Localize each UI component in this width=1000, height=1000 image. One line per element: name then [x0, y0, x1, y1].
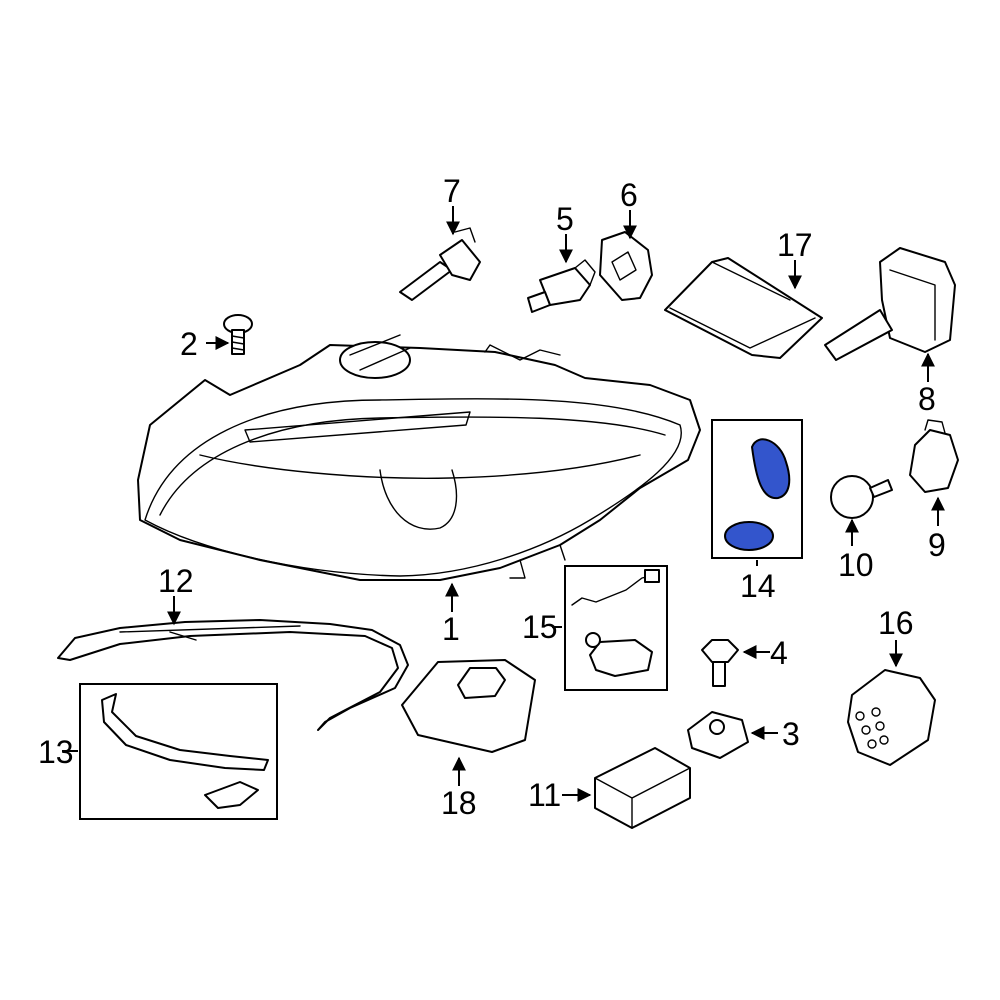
xenon-bulb-part[interactable]: [824, 247, 956, 361]
callout-5: 5: [556, 201, 574, 237]
callout-3: 3: [782, 716, 800, 752]
callout-12: 12: [158, 563, 194, 599]
bulb-holder-part[interactable]: [599, 231, 653, 301]
bracket-kit-part[interactable]: [101, 693, 269, 809]
harness-kit-part[interactable]: [571, 569, 660, 677]
trim-strip-part[interactable]: [57, 619, 409, 731]
bracket-kit-box: [79, 683, 278, 820]
callout-2: 2: [180, 326, 198, 362]
bulb-socket-part[interactable]: [527, 259, 596, 313]
bolt-part[interactable]: [701, 639, 739, 687]
callout-18: 18: [441, 785, 477, 821]
bulb-part[interactable]: [830, 475, 893, 519]
callout-6: 6: [620, 177, 638, 213]
callout-10: 10: [838, 547, 874, 583]
callout-9: 9: [928, 527, 946, 563]
callout-13: 13: [38, 734, 74, 770]
marker-socket-part[interactable]: [909, 419, 959, 493]
callout-7: 7: [443, 173, 461, 209]
lower-seal[interactable]: [724, 521, 774, 551]
clip-nut-part[interactable]: [687, 711, 749, 759]
callout-16: 16: [878, 605, 914, 641]
halogen-bulb-part[interactable]: [399, 227, 481, 301]
screw-part[interactable]: [223, 314, 253, 355]
callout-8: 8: [918, 381, 936, 417]
ballast-part[interactable]: [401, 659, 536, 753]
connector-part[interactable]: [847, 669, 936, 766]
callout-1: 1: [442, 611, 460, 647]
callout-14: 14: [740, 568, 776, 604]
control-module-box-part[interactable]: [594, 747, 691, 829]
upper-seal[interactable]: [750, 438, 791, 500]
callout-17: 17: [777, 227, 813, 263]
callout-11: 11: [528, 777, 561, 813]
callout-4: 4: [770, 635, 788, 671]
harness-kit-box: [564, 565, 668, 691]
headlamp-assembly-part[interactable]: [137, 334, 701, 581]
callout-15: 15: [522, 609, 558, 645]
seal-kit-box: [711, 419, 803, 559]
seal-kit-part[interactable]: [724, 438, 791, 551]
control-module-part[interactable]: [664, 257, 823, 359]
